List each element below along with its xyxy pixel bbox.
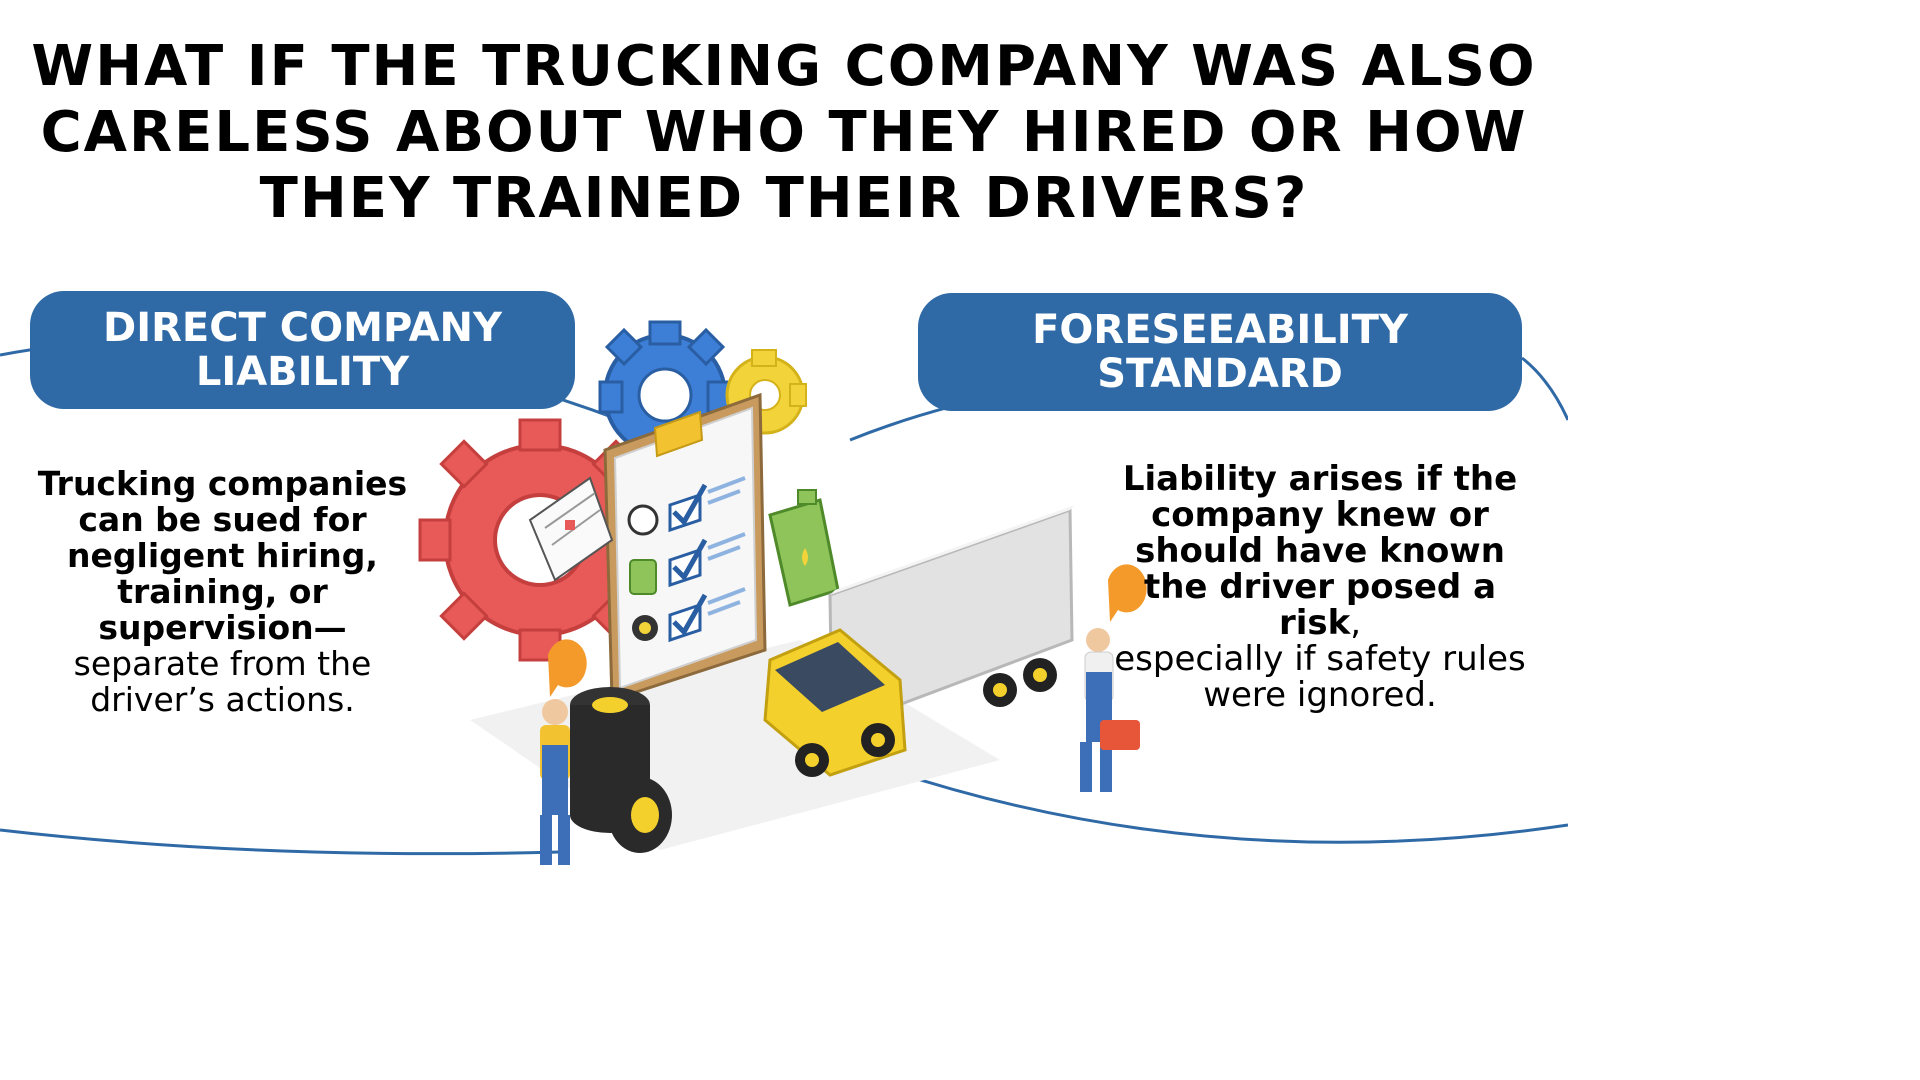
bottom-left-arc [0,828,561,856]
calendar-icon [528,476,614,582]
direct-company-liability-heading: DIRECT COMPANY LIABILITY [30,291,575,409]
truck-icon [763,505,1075,777]
clipboard-icon [603,392,767,703]
tires-icon [570,687,672,853]
foreseeability-standard-heading: FORESEEABILITY STANDARD [918,293,1522,411]
speech-bubble-icon-left [548,639,587,697]
right-bold-text: Liability arises if the company knew or … [1122,459,1518,643]
mechanic-left-figure [540,699,570,865]
speech-bubble-icon-right [1108,564,1147,622]
right-description: Liability arises if the company knew or … [1110,461,1530,713]
bottom-right-arc [859,758,1568,844]
right-regular-text: especially if safety rules were ignored. [1114,639,1526,715]
right-heading-text: FORESEEABILITY STANDARD [1032,307,1408,397]
left-regular-text: separate from the driver’s actions. [73,644,372,719]
oil-can-icon [768,489,840,607]
illustration [0,320,1568,865]
page-title: WHAT IF THE TRUCKING COMPANY WAS ALSO CA… [31,34,1537,231]
left-heading-text: DIRECT COMPANY LIABILITY [103,305,502,395]
left-description: Trucking companies can be sued for negli… [30,466,415,718]
right-arc-edge [1521,356,1568,421]
mechanic-right-figure [1080,628,1140,792]
left-bold-text: Trucking companies can be sued for negli… [37,464,408,647]
